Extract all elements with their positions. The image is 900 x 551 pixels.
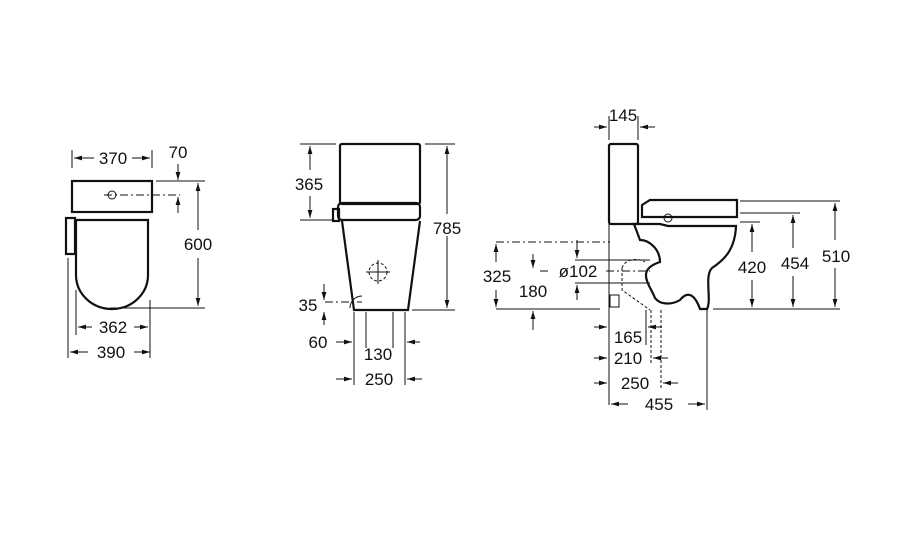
bowl-body [632,222,738,311]
dim-420: 420 [738,258,766,277]
tank-outline [70,179,154,214]
control-panel [64,216,77,256]
dim-145: 145 [609,106,637,125]
dim-390: 390 [97,343,125,362]
dim-250: 250 [365,370,393,389]
dim-510: 510 [822,247,850,266]
dim-180: 180 [519,282,547,301]
seat-lid [336,201,422,222]
dim-210: 210 [614,349,642,368]
front-view: 365 785 35 60 130 250 [295,142,461,389]
top-view: 370 70 600 362 390 [64,143,212,362]
dim-365: 365 [295,175,323,194]
tank-outline [338,142,422,206]
tank-outline [607,142,640,226]
dim-370: 370 [99,149,127,168]
dim-362: 362 [99,318,127,337]
dim-250: 250 [621,374,649,393]
dim-165: 165 [614,328,642,347]
dim-325: 325 [483,267,511,286]
dim-diameter-102: ø102 [559,262,598,281]
dim-70: 70 [169,143,188,162]
dim-130: 130 [364,345,392,364]
dim-455: 455 [645,395,673,414]
seat-lid [640,198,739,219]
dim-35: 35 [299,296,318,315]
dim-60: 60 [309,333,328,352]
dim-454: 454 [781,254,809,273]
bowl-body [340,220,422,312]
seat-outline [74,218,150,311]
side-view: 145 325 180 ø102 420 454 510 165 210 250 [483,106,850,414]
dim-785: 785 [433,219,461,238]
dim-600: 600 [184,235,212,254]
